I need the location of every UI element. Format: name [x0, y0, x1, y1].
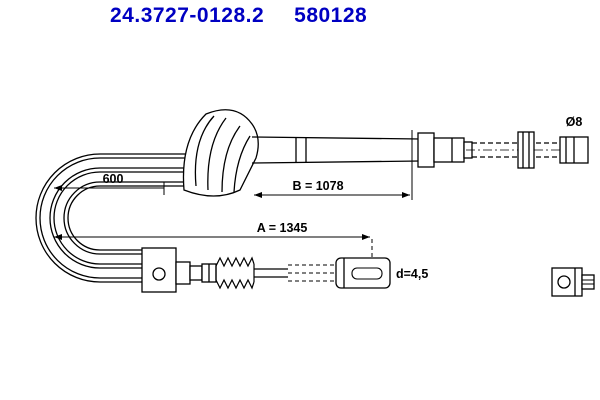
- dimension-600-label: 600: [103, 172, 124, 186]
- threaded-adjuster: [288, 264, 334, 282]
- article-number: 580128: [294, 4, 368, 27]
- cable-bracket: [141, 247, 177, 293]
- dimension-600: [54, 182, 165, 195]
- dimension-a: [54, 234, 373, 257]
- outer-sheath: [251, 132, 473, 168]
- d-dimension-label: d=4,5: [396, 267, 428, 281]
- small-bellows-boot: [215, 256, 255, 290]
- brake-cable-diagram: Ø8 600 B = 1078 A = 1345: [35, 109, 595, 297]
- part-number-header: 24.3727-0128.2 580128: [110, 4, 367, 28]
- diameter-label: Ø8: [566, 115, 583, 129]
- adjusting-nut: [517, 131, 535, 169]
- catalog-number: 24.3727-0128.2: [110, 4, 265, 27]
- clevis-end: [335, 257, 391, 289]
- cone-boot: [182, 109, 259, 197]
- end-stud: [559, 136, 589, 164]
- threaded-rod: [466, 142, 560, 158]
- dimension-a-label: A = 1345: [257, 221, 308, 235]
- mounting-bracket: [551, 267, 595, 297]
- dimension-b: [254, 130, 413, 200]
- lower-cable-assembly: [141, 247, 391, 293]
- dimension-b-label: B = 1078: [292, 179, 343, 193]
